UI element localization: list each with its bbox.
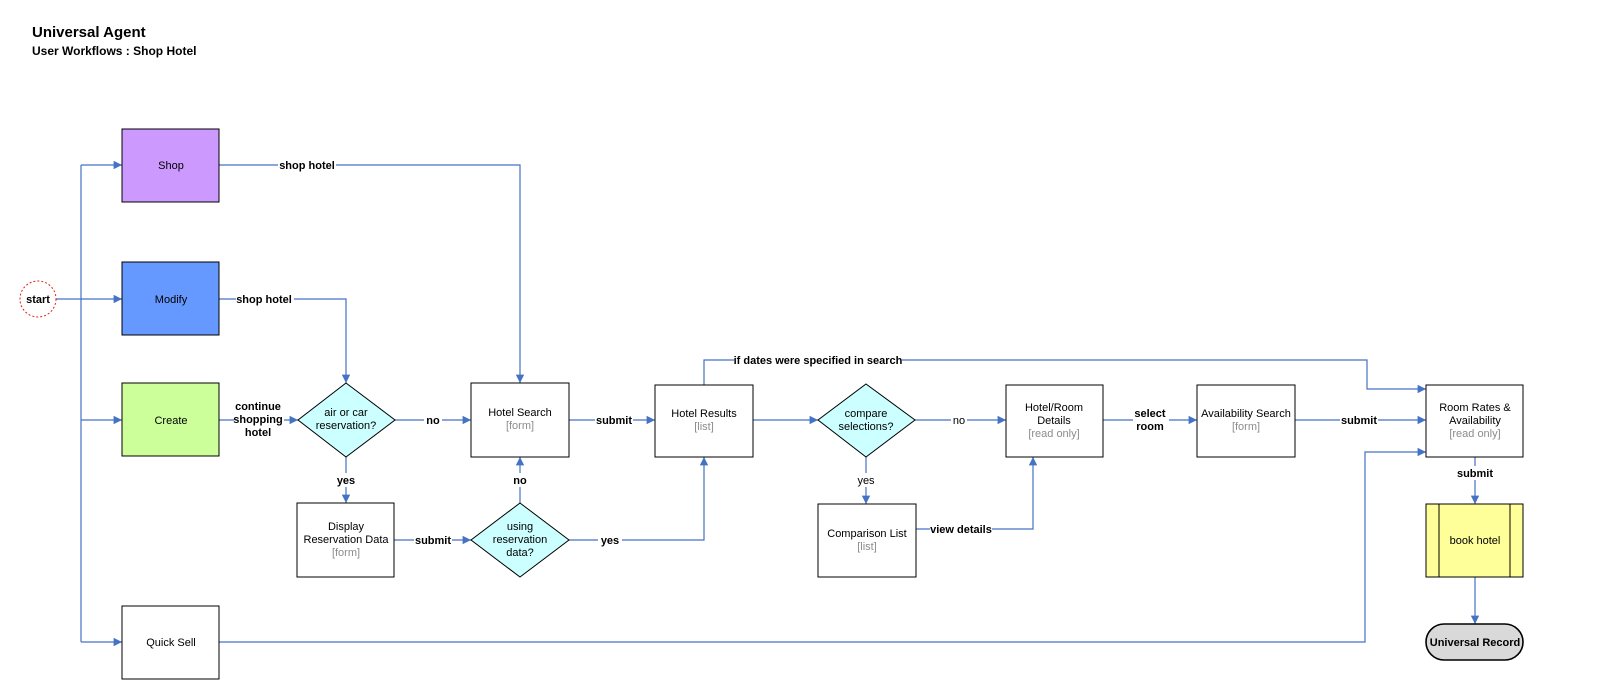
display-reservation-line1: Display (328, 521, 365, 533)
edge-labels: shop hotel shop hotel continue shopping … (233, 158, 1494, 547)
label-room: room (1136, 421, 1164, 433)
label-shopping: shopping (233, 414, 283, 426)
compare-diamond (817, 383, 916, 458)
label-yes-compare: yes (857, 475, 875, 487)
shop-node[interactable]: Shop (121, 128, 220, 203)
room-rates-line1: Room Rates & (1439, 402, 1511, 414)
display-reservation-box (296, 502, 395, 578)
edge-modify-aircar (219, 298, 351, 383)
hotel-room-details-box (1005, 384, 1104, 458)
label-continue: continue (235, 401, 281, 413)
universal-record-node[interactable]: Universal Record (1425, 623, 1524, 661)
room-rates-kind: [read only] (1449, 428, 1500, 440)
start-circle (19, 280, 57, 318)
hotel-search-node[interactable]: Hotel Search [form] (470, 382, 570, 458)
using-reservation-diamond (470, 502, 570, 578)
display-reservation-kind: [form] (332, 547, 360, 559)
availability-search-box (1196, 384, 1296, 458)
hotel-room-details-line2: Details (1037, 415, 1071, 427)
modify-box (121, 261, 220, 336)
availability-search-node[interactable]: Availability Search [form] (1196, 384, 1296, 458)
hotel-room-details-line1: Hotel/Room (1025, 402, 1083, 414)
display-reservation-node[interactable]: Display Reservation Data [form] (296, 502, 395, 578)
create-node[interactable]: Create (121, 382, 220, 457)
compare-line2: selections? (838, 421, 893, 433)
quick-sell-node[interactable]: Quick Sell (121, 605, 220, 680)
compare-line1: compare (845, 408, 888, 420)
universal-record-shape (1425, 623, 1524, 661)
using-reservation-decision[interactable]: using reservation data? (470, 502, 570, 578)
start-label: start (26, 294, 50, 306)
hotel-results-box (654, 384, 754, 458)
edge-ifdates (703, 359, 1426, 394)
using-reservation-line3: data? (506, 547, 534, 559)
hotel-search-kind: [form] (506, 420, 534, 432)
comparison-list-title: Comparison List (827, 528, 906, 540)
using-reservation-line2: reservation (493, 534, 547, 546)
book-hotel-box (1425, 503, 1524, 578)
air-car-line2: reservation? (316, 420, 377, 432)
comparison-list-kind: [list] (857, 541, 877, 553)
hotel-results-kind: [list] (694, 421, 714, 433)
hotel-results-title: Hotel Results (671, 408, 737, 420)
modify-label: Modify (155, 294, 188, 306)
label-hotel: hotel (245, 427, 271, 439)
hotel-room-details-node[interactable]: Hotel/Room Details [read only] (1005, 384, 1104, 458)
air-car-diamond (297, 382, 396, 458)
diagram-subtitle: User Workflows : Shop Hotel (32, 44, 197, 58)
book-hotel-label: book hotel (1450, 535, 1501, 547)
edge-quicksell-roomrates (219, 447, 1426, 643)
start-node[interactable]: start (19, 280, 57, 318)
compare-decision[interactable]: compare selections? (817, 383, 916, 458)
comparison-list-node[interactable]: Comparison List [list] (817, 503, 917, 578)
comparison-list-box (817, 503, 917, 578)
label-yes-aircar: yes (337, 475, 355, 487)
edge-shop-hotelsearch (219, 164, 525, 383)
label-submit-hotelsearch: submit (596, 415, 632, 427)
universal-record-label: Universal Record (1430, 637, 1520, 649)
label-no-aircar: no (426, 415, 440, 427)
using-reservation-line1: using (507, 521, 533, 533)
connectors (56, 160, 1480, 647)
label-select: select (1134, 408, 1166, 420)
book-hotel-node[interactable]: book hotel (1425, 503, 1524, 578)
label-shop-hotel: shop hotel (279, 160, 335, 172)
label-view-details: view details (930, 524, 992, 536)
room-rates-line2: Availability (1449, 415, 1501, 427)
label-no-usingres: no (513, 475, 527, 487)
create-label: Create (154, 415, 187, 427)
label-yes-usingres: yes (601, 535, 619, 547)
shop-box (121, 128, 220, 203)
availability-search-kind: [form] (1232, 421, 1260, 433)
hotel-search-title: Hotel Search (488, 407, 552, 419)
modify-node[interactable]: Modify (121, 261, 220, 336)
label-submit-avail: submit (1341, 415, 1377, 427)
edge-viewdetails (916, 457, 1038, 530)
quick-sell-label: Quick Sell (146, 637, 196, 649)
hotel-search-box (470, 382, 570, 458)
hotel-room-details-kind: [read only] (1028, 428, 1079, 440)
shop-label: Shop (158, 160, 184, 172)
availability-search-title: Availability Search (1201, 408, 1291, 420)
label-submit-roomrates: submit (1457, 468, 1493, 480)
room-rates-node[interactable]: Room Rates & Availability [read only] (1425, 384, 1524, 458)
air-car-line1: air or car (324, 407, 368, 419)
create-box (121, 382, 220, 457)
label-submit-display: submit (415, 535, 451, 547)
label-if-dates: if dates were specified in search (734, 355, 903, 367)
diagram-title: Universal Agent (32, 24, 146, 41)
room-rates-box (1425, 384, 1524, 458)
quick-sell-box (121, 605, 220, 680)
air-car-decision[interactable]: air or car reservation? (297, 382, 396, 458)
label-no-compare: no (953, 415, 965, 427)
label-shop-hotel-modify: shop hotel (236, 294, 292, 306)
display-reservation-line2: Reservation Data (304, 534, 390, 546)
hotel-results-node[interactable]: Hotel Results [list] (654, 384, 754, 458)
edge-usingres-yes (569, 457, 709, 541)
